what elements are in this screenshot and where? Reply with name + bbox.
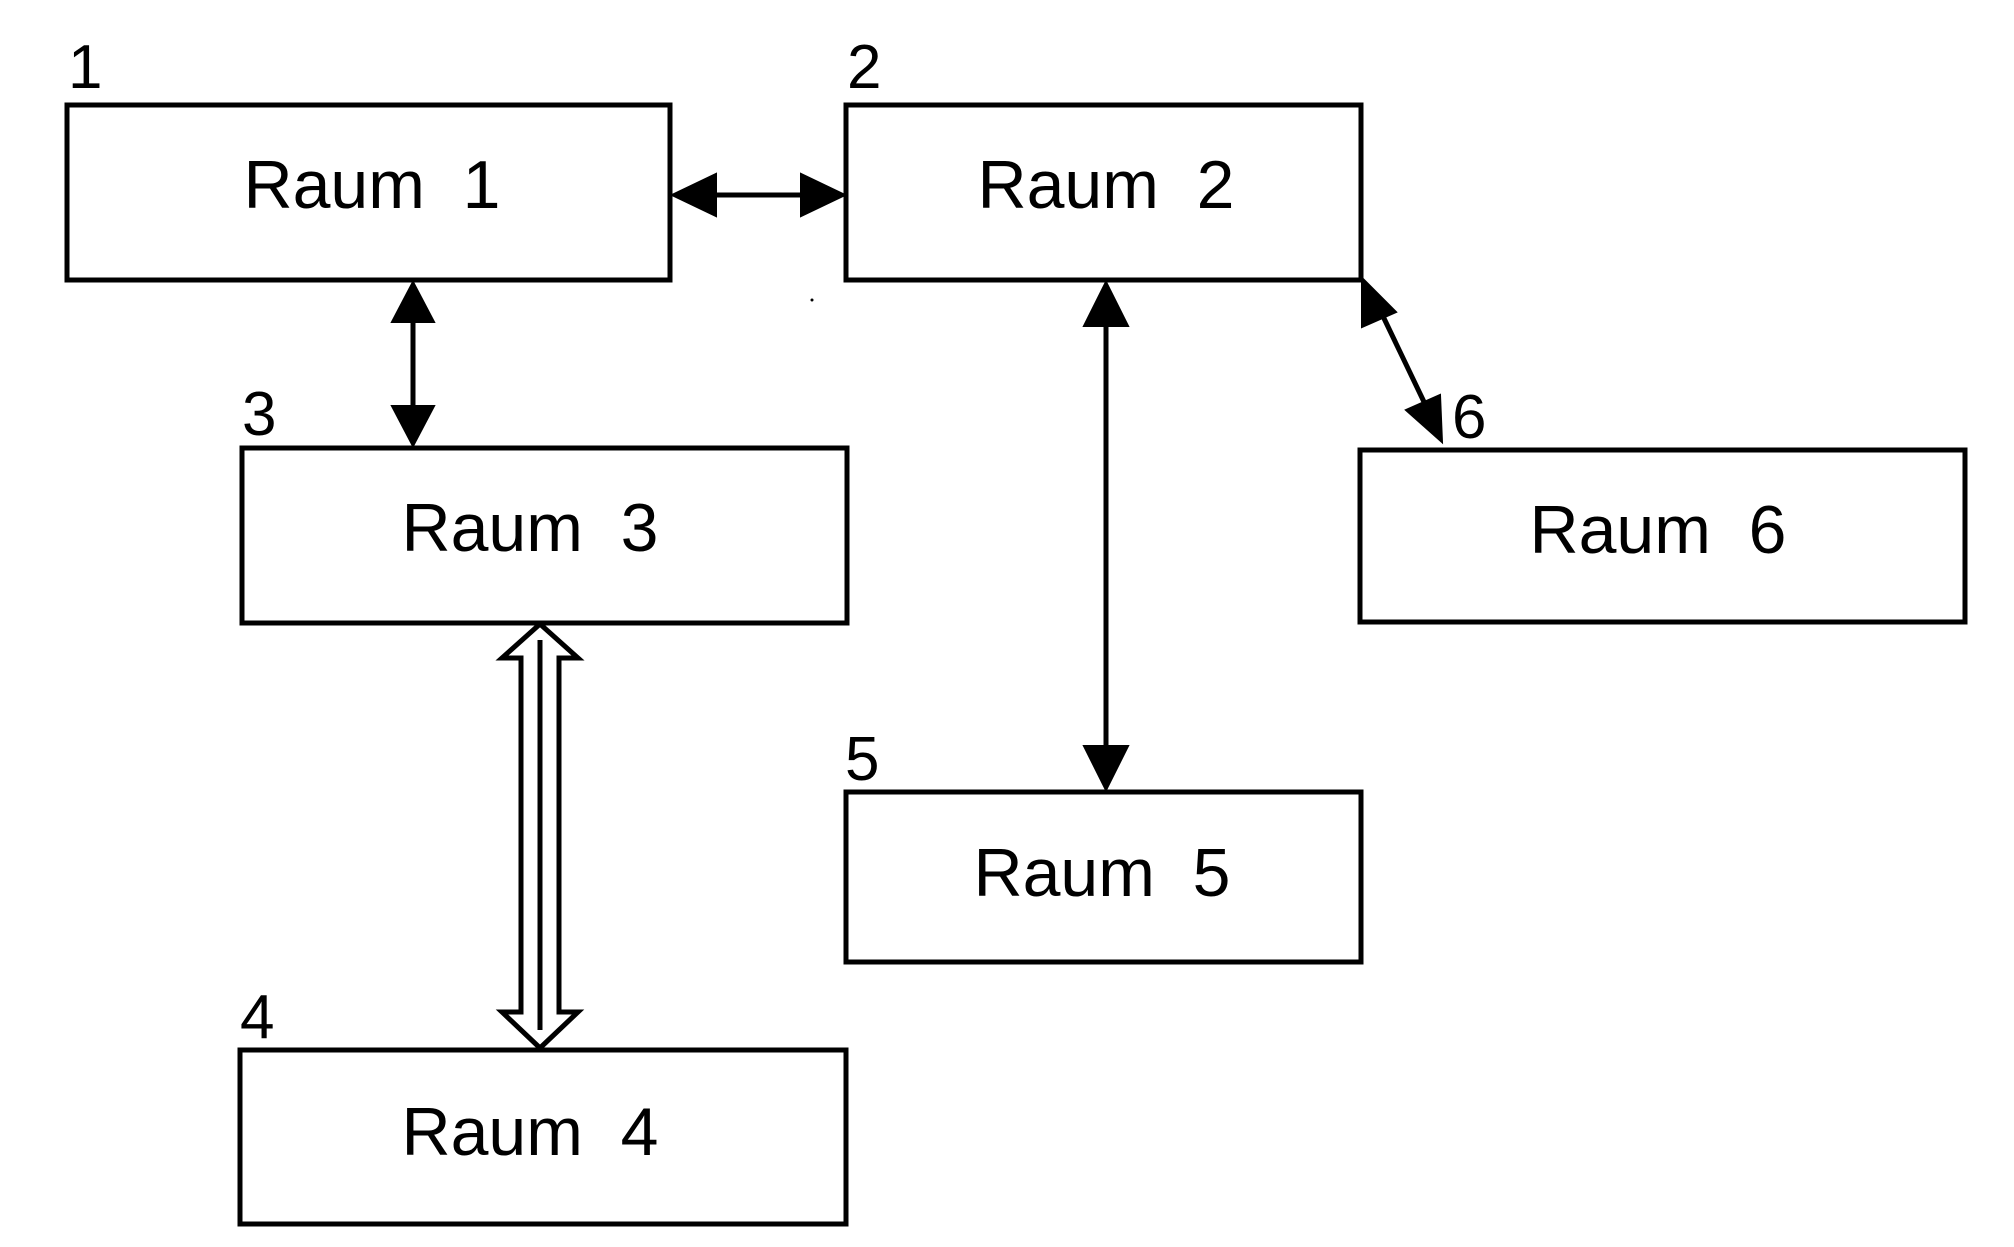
- connector-room-1-room-2: [669, 172, 848, 218]
- room-4-label: Raum 4: [402, 1094, 659, 1170]
- room-5-label: Raum 5: [974, 835, 1231, 911]
- connector-room-2-room-5: [1082, 279, 1130, 793]
- room-3-number: 3: [242, 380, 276, 449]
- room-5-box: [843, 789, 1364, 965]
- arrowhead-downright-icon: [1404, 393, 1444, 445]
- room-1-box: [64, 102, 673, 283]
- room-6-box: [1357, 447, 1968, 625]
- room-2-box: [843, 102, 1364, 283]
- arrowhead-upleft-icon: [1361, 275, 1398, 329]
- room-2-number: 2: [847, 33, 881, 102]
- room-4-box: [237, 1047, 849, 1227]
- room-6-label: Raum 6: [1530, 492, 1787, 568]
- room-2-label: Raum 2: [978, 147, 1235, 223]
- room-5-number: 5: [845, 725, 879, 794]
- connector-room-1-room-3: [390, 279, 436, 449]
- speck: [810, 298, 814, 302]
- room-1-label: Raum 1: [244, 147, 501, 223]
- connector-room-3-room-4: [495, 620, 585, 1052]
- arrowhead-up-icon: [1082, 279, 1130, 327]
- arrowhead-down-icon: [390, 405, 436, 449]
- arrowhead-down-icon: [1082, 745, 1130, 793]
- arrowhead-right-icon: [800, 172, 848, 218]
- room-6: Raum 6 6: [1357, 383, 1968, 625]
- room-3-label: Raum 3: [402, 490, 659, 566]
- room-1-number: 1: [68, 33, 102, 102]
- arrowhead-up-icon: [390, 279, 436, 323]
- room-2: Raum 2 2: [843, 33, 1364, 283]
- room-3: Raum 3 3: [239, 380, 850, 626]
- connector-room-2-room-6: [1361, 275, 1444, 445]
- connector-line: [1377, 308, 1428, 406]
- room-1: Raum 1 1: [64, 33, 673, 283]
- room-6-number: 6: [1452, 383, 1486, 452]
- room-5: Raum 5 5: [843, 725, 1364, 965]
- room-3-box: [239, 445, 850, 626]
- arrowhead-left-icon: [669, 172, 717, 218]
- room-4: Raum 4 4: [237, 983, 849, 1227]
- room-4-number: 4: [240, 983, 274, 1052]
